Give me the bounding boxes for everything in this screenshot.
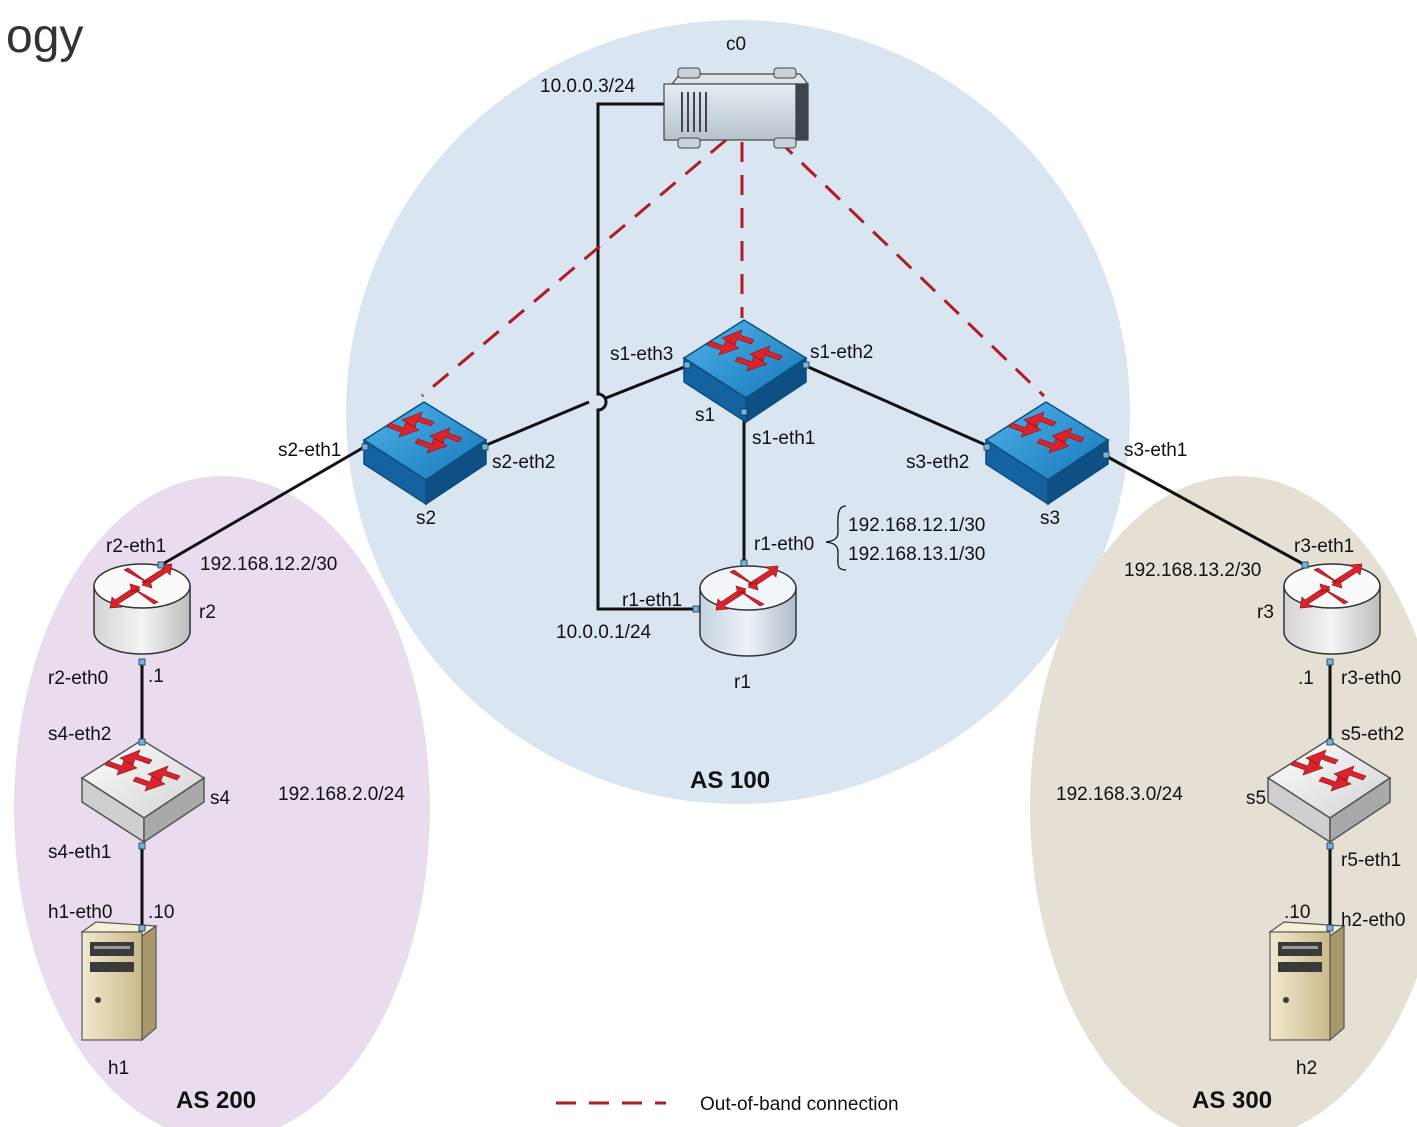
label-r1-eth0: r1-eth0: [754, 534, 814, 555]
label-h1: h1: [108, 1058, 129, 1079]
port-markers: [138, 361, 1334, 932]
label-r1-eth0-ip-a: 192.168.12.1/30: [848, 515, 985, 536]
link-r2-s2: [160, 444, 367, 567]
label-r5-eth1: r5-eth1: [1341, 850, 1401, 871]
label-s1-eth1: s1-eth1: [752, 428, 815, 449]
label-s2: s2: [416, 508, 436, 529]
label-as300: AS 300: [1192, 1087, 1272, 1114]
label-r2-eth0-ip: .1: [148, 666, 164, 687]
label-s3: s3: [1040, 508, 1060, 529]
link-s2-s1-b: [605, 364, 688, 400]
label-r1-eth1: r1-eth1: [622, 590, 682, 611]
link-s1-s3: [805, 364, 989, 448]
label-s3-eth1: s3-eth1: [1124, 440, 1187, 461]
label-h1-ip: .10: [148, 902, 174, 923]
label-r1: r1: [734, 672, 751, 693]
mgmt-link-c0-r1: [596, 102, 697, 611]
label-r1-eth0-ip-b: 192.168.13.1/30: [848, 544, 985, 565]
label-c0: c0: [726, 34, 746, 55]
controller-c0-icon[interactable]: [663, 67, 809, 149]
label-as100: AS 100: [690, 767, 770, 794]
label-s5: s5: [1246, 788, 1266, 809]
label-lan-as200: 192.168.2.0/24: [278, 784, 405, 805]
label-r3-eth0-ip: .1: [1298, 668, 1314, 689]
host-h2-icon[interactable]: [1269, 921, 1345, 1041]
address-brace: [825, 505, 847, 571]
page-title: ogy: [6, 10, 83, 63]
label-as200: AS 200: [176, 1087, 256, 1114]
label-r2-eth0: r2-eth0: [48, 668, 108, 689]
label-s1-eth3: s1-eth3: [610, 344, 673, 365]
label-h2-ip: .10: [1284, 902, 1310, 923]
label-s4-eth2: s4-eth2: [48, 724, 111, 745]
label-s4: s4: [210, 788, 231, 809]
oob-c0-s3: [776, 138, 1046, 398]
link-s2-s1-a: [483, 400, 590, 448]
label-s5-eth2: s5-eth2: [1341, 724, 1404, 745]
oob-c0-s2: [421, 138, 727, 398]
label-s3-eth2: s3-eth2: [906, 452, 969, 473]
label-r2-eth1: r2-eth1: [106, 536, 166, 557]
label-s2-eth2: s2-eth2: [492, 452, 555, 473]
router-r3-icon[interactable]: [1283, 563, 1381, 655]
label-h1-eth0: h1-eth0: [48, 902, 112, 923]
label-r3-eth1-ip: 192.168.13.2/30: [1124, 560, 1261, 581]
label-s1-eth2: s1-eth2: [810, 342, 873, 363]
label-r3: r3: [1257, 602, 1274, 623]
label-r3-eth0: r3-eth0: [1341, 668, 1401, 689]
label-r2: r2: [199, 602, 216, 623]
label-s4-eth1: s4-eth1: [48, 842, 111, 863]
host-h1-icon[interactable]: [81, 921, 157, 1041]
label-h2-eth0: h2-eth0: [1341, 910, 1405, 931]
label-s2-eth1: s2-eth1: [278, 440, 341, 461]
label-c0-ip: 10.0.0.3/24: [540, 76, 636, 97]
label-r1-eth1-ip: 10.0.0.1/24: [556, 622, 652, 643]
legend-oob-label: Out-of-band connection: [700, 1094, 899, 1115]
router-r1-icon[interactable]: [699, 565, 797, 657]
label-lan-as300: 192.168.3.0/24: [1056, 784, 1183, 805]
label-r3-eth1: r3-eth1: [1294, 536, 1354, 557]
label-s1: s1: [695, 405, 715, 426]
link-s3-r3: [1105, 454, 1306, 567]
router-r2-icon[interactable]: [93, 563, 191, 655]
label-h2: h2: [1296, 1058, 1317, 1079]
label-r2-eth1-ip: 192.168.12.2/30: [200, 554, 337, 575]
